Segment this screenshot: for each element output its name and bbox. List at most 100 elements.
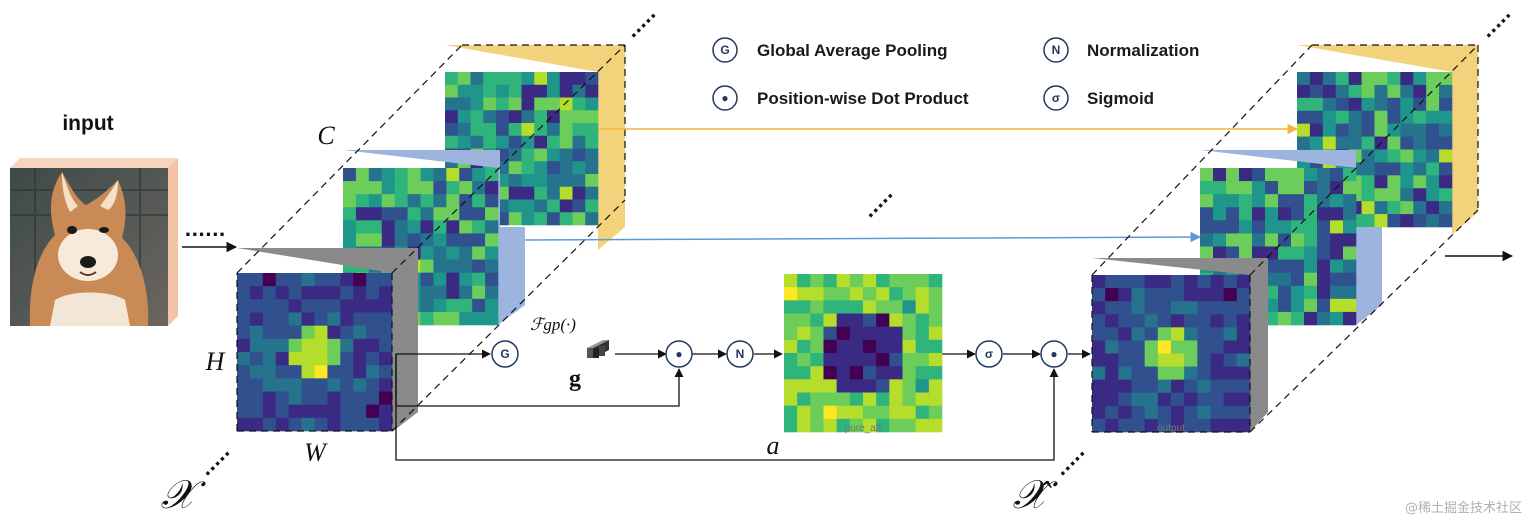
heatmap-cell [1157, 353, 1172, 367]
heatmap-cell [445, 123, 459, 137]
heatmap-cell [1291, 246, 1305, 260]
heatmap-cell [1330, 311, 1344, 326]
heatmap-cell [420, 246, 434, 260]
heatmap-cell [1309, 84, 1324, 99]
heatmap-cell [457, 110, 471, 124]
heatmap-cell [1413, 72, 1427, 86]
heatmap-cell [1144, 275, 1159, 289]
heatmap-cell [1171, 379, 1185, 394]
heatmap-cell [1157, 392, 1172, 407]
heatmap-cell [353, 286, 367, 300]
heatmap-cell [262, 404, 277, 419]
heatmap-cell [1092, 288, 1106, 302]
heatmap-cell [1439, 97, 1453, 112]
heatmap-cell [1171, 275, 1185, 289]
heatmap-cell [1092, 327, 1106, 341]
heatmap-cell [1171, 301, 1185, 315]
heatmap-cell [1343, 259, 1357, 273]
heatmap-cell [1297, 123, 1311, 137]
legend-normalization: N Normalization [1043, 37, 1199, 63]
heatmap-cell [1361, 214, 1375, 228]
heatmap-cell [797, 418, 811, 433]
heatmap-cell [547, 186, 561, 200]
heatmap-cell [1118, 418, 1132, 433]
heatmap-cell [459, 285, 473, 300]
heatmap-cell [1400, 214, 1414, 228]
heatmap-cell [823, 366, 837, 380]
heatmap-cell [1439, 72, 1453, 86]
heatmap-cell [1278, 311, 1292, 326]
heatmap-cell [1330, 259, 1344, 273]
heatmap-cell [1265, 181, 1279, 195]
heatmap-cell [1157, 275, 1172, 289]
heatmap-cell [915, 287, 930, 301]
heatmap-cell [343, 233, 357, 247]
heatmap-cell [1439, 162, 1453, 176]
heatmap-cell [928, 392, 943, 406]
heatmap-cell [1144, 405, 1159, 420]
heatmap-cell [928, 287, 943, 301]
heatmap-cell [1252, 233, 1266, 247]
heatmap-cell [1348, 123, 1362, 137]
heatmap-cell [1144, 418, 1159, 433]
heatmap-cell [459, 298, 473, 313]
heatmap-cell [810, 287, 824, 301]
heatmap-cell [1223, 340, 1238, 354]
heatmap-cell [1118, 366, 1132, 380]
heatmap-cell [810, 366, 824, 380]
heatmap-cell [340, 325, 354, 340]
heatmap-cell [889, 339, 903, 354]
heatmap-cell [1118, 392, 1132, 407]
heatmap-cell [433, 311, 447, 326]
heatmap-cell [784, 353, 798, 367]
heatmap-cell [1197, 353, 1211, 367]
heatmap-cell [889, 418, 903, 433]
heatmap-cell [810, 326, 824, 341]
heatmap-cell [1197, 275, 1211, 289]
legend-pooling-symbol: G [720, 43, 729, 57]
pooling-function-label: ℱgp(·) [530, 315, 576, 334]
heatmap-cell [915, 392, 930, 406]
heatmap-cell [314, 404, 328, 419]
heatmap-cell [889, 405, 903, 420]
heatmap-cell [547, 161, 561, 175]
heatmap-cell [379, 312, 393, 326]
heatmap-cell [314, 338, 328, 353]
heatmap-cell [275, 338, 289, 353]
heatmap-cell [1213, 168, 1227, 182]
heatmap-cell [262, 378, 277, 392]
heatmap-cell [1439, 110, 1453, 124]
heatmap-cell [262, 417, 277, 432]
heatmap-cell [534, 123, 548, 137]
heatmap-cell [572, 110, 586, 124]
heatmap-cell [849, 339, 864, 354]
heatmap-cell [1317, 181, 1331, 195]
heatmap-cell [863, 418, 877, 433]
heatmap-cell [863, 300, 877, 314]
heatmap-cell [1439, 188, 1453, 202]
heatmap-cell [1200, 181, 1214, 195]
heatmap-cell [433, 298, 447, 313]
heatmap-cell [1197, 288, 1211, 302]
heatmap-cell [585, 72, 599, 86]
heatmap-cell [1361, 123, 1375, 137]
heatmap-cell [1157, 288, 1172, 302]
heatmap-cell [1210, 392, 1224, 407]
heatmap-cell [521, 84, 535, 98]
heatmap-cell [1197, 392, 1211, 407]
heatmap-cell [508, 212, 522, 226]
heatmap-cell [1197, 327, 1211, 341]
heatmap-cell [915, 405, 930, 420]
heatmap-cell [249, 286, 264, 300]
heatmap-cell [445, 97, 459, 111]
heatmap-cell [1184, 379, 1198, 394]
heatmap-cell [823, 274, 837, 288]
heatmap-cell [1171, 288, 1185, 302]
heatmap-cell [572, 97, 586, 111]
heatmap-cell [420, 220, 434, 234]
heatmap-cell [1223, 275, 1238, 289]
heatmap-cell [572, 212, 586, 226]
heatmap-cell [275, 325, 289, 340]
heatmap-cell [915, 300, 930, 314]
heatmap-cell [366, 352, 380, 366]
